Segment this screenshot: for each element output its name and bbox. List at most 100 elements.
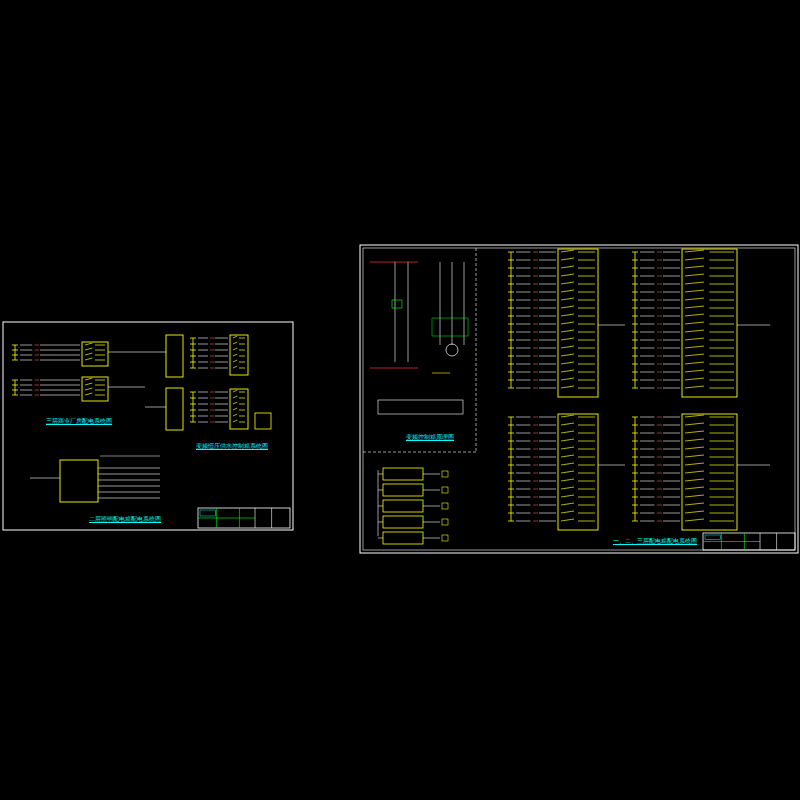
circuit-tag [533,292,538,293]
switch-symbol [561,322,574,324]
switch-symbol [578,332,595,333]
circuit-tag [657,433,662,434]
circuit-line [640,308,655,309]
circuit-line [640,481,655,482]
switch-symbol [561,330,574,332]
switch-symbol [685,290,704,292]
circuit-line [516,268,531,269]
switch-symbol [685,250,704,252]
circuit-tag [533,521,538,522]
switch-symbol [685,519,704,521]
distribution-box [230,335,248,375]
circuit-tag [657,521,662,522]
circuit-line [539,433,556,434]
switch-symbol [561,346,574,348]
circuit-line [516,276,531,277]
switch-symbol [685,362,704,364]
circuit-tag [35,385,40,386]
figure-title: 三层商业厂房配电系统图 [45,418,113,424]
circuit-line [516,457,531,458]
circuit-line [539,268,556,269]
feeder-line [598,465,625,466]
small-panel [383,516,423,528]
circuit-line [40,380,80,381]
incoming-box [166,335,183,377]
switch-symbol [239,392,245,393]
switch-symbol [578,465,595,466]
circuit-line [516,372,531,373]
circuit-line [516,521,531,522]
circuit-line [640,388,655,389]
switch-symbol [233,360,237,362]
switch-symbol [578,300,595,301]
switch-symbol [685,314,704,316]
switch-symbol [685,322,704,324]
switch-symbol [710,316,735,317]
feeder-line [378,474,383,475]
sheet-border [3,322,293,530]
circuit-line [20,355,32,356]
circuit-line [663,324,680,325]
circuit-tag [657,356,662,357]
circuit-line [640,457,655,458]
circuit-line [640,348,655,349]
overload-relay [432,318,468,336]
switch-symbol [233,366,237,368]
switch-symbol [233,354,237,356]
figure-title: 变频控制箱原理图 [405,434,455,440]
switch-symbol [685,463,704,465]
title-block-rule [721,533,722,550]
drawing-title: 一、二、三层配电箱配电系统图 [612,538,698,544]
switch-symbol [685,378,704,380]
circuit-line [98,468,160,469]
switch-symbol [239,344,245,345]
switch-symbol [561,479,574,481]
title-block [198,508,290,528]
circuit-line [198,344,208,345]
switch-symbol [578,481,595,482]
circuit-tag [533,473,538,474]
switch-symbol [685,346,704,348]
switch-symbol [710,433,735,434]
load-symbol [442,487,448,493]
circuit-line [640,316,655,317]
switch-symbol [95,345,105,346]
circuit-line [640,260,655,261]
switch-symbol [578,356,595,357]
title-block-rule [198,518,255,519]
switch-symbol [578,340,595,341]
switch-symbol [561,455,574,457]
circuit-line [640,292,655,293]
busbar [193,392,194,422]
circuit-line [215,350,228,351]
circuit-tag [533,308,538,309]
switch-symbol [578,292,595,293]
switch-symbol [710,364,735,365]
circuit-tag [657,505,662,506]
switch-symbol [561,282,574,284]
power-wire [464,262,465,345]
circuit-tag [533,300,538,301]
switch-symbol [239,362,245,363]
circuit-tag [533,457,538,458]
circuit-line [40,395,80,396]
circuit-line [539,260,556,261]
switch-symbol [239,356,245,357]
control-wire [370,262,418,263]
circuit-line [663,465,680,466]
circuit-line [663,300,680,301]
feeder-line [378,522,383,523]
circuit-line [198,350,208,351]
circuit-tag [657,388,662,389]
switch-symbol [578,276,595,277]
circuit-tag [657,284,662,285]
circuit-line [640,372,655,373]
control-wire [395,262,396,362]
title-block-rule [271,508,272,528]
circuit-tag [533,497,538,498]
circuit-line [663,284,680,285]
circuit-line [198,398,208,399]
switch-symbol [578,316,595,317]
circuit-line [663,489,680,490]
switch-symbol [578,417,595,418]
